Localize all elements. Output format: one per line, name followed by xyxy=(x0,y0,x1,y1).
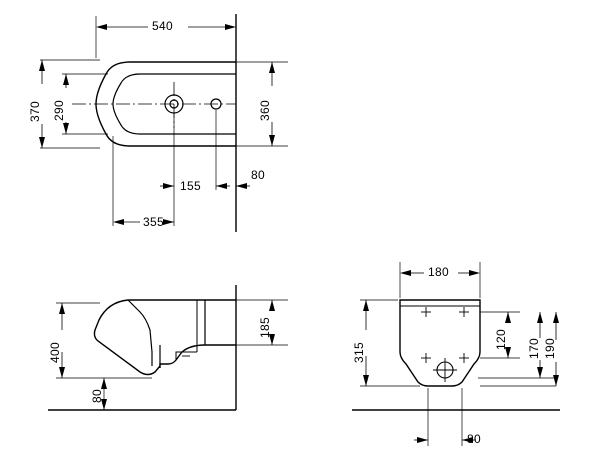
dim-label-370: 370 xyxy=(28,101,42,122)
dim-label-315: 315 xyxy=(352,342,366,363)
dim-label-155: 155 xyxy=(180,179,201,193)
dim-label-80-top: 80 xyxy=(251,168,265,182)
dim-label-290: 290 xyxy=(52,100,66,121)
dim-label-400: 400 xyxy=(48,342,62,363)
dim-label-185: 185 xyxy=(258,317,272,338)
dim-label-170: 170 xyxy=(527,338,541,359)
dim-label-360: 360 xyxy=(258,100,272,121)
dim-label-180: 180 xyxy=(428,265,449,279)
dim-label-355: 355 xyxy=(143,215,164,229)
dim-label-540: 540 xyxy=(152,19,173,33)
dim-label-190: 190 xyxy=(543,338,557,359)
dim-label-120: 120 xyxy=(494,329,508,350)
dim-label-80-side: 80 xyxy=(90,389,104,403)
dim-label-80-front: 80 xyxy=(467,432,481,446)
